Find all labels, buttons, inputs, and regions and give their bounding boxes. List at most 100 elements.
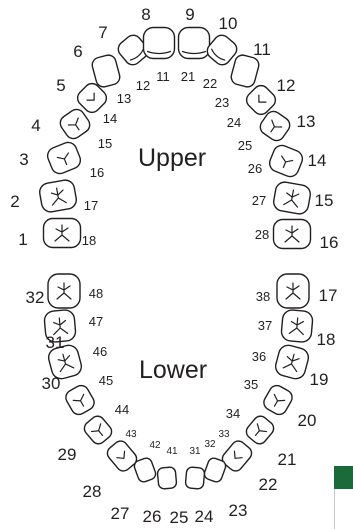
fdi-number-31: 31 xyxy=(189,446,201,457)
tooth-4 xyxy=(59,108,91,140)
fdi-number-32: 32 xyxy=(204,439,216,450)
universal-number-12: 12 xyxy=(277,76,296,95)
corner-accent-edge xyxy=(334,489,335,529)
tooth-29 xyxy=(65,384,95,416)
universal-number-9: 9 xyxy=(185,5,194,24)
fdi-number-46: 46 xyxy=(93,344,107,359)
lower-arch-label: Lower xyxy=(139,356,207,384)
tooth-32 xyxy=(47,273,81,309)
tooth-13 xyxy=(259,110,291,142)
universal-number-20: 20 xyxy=(298,411,317,430)
fdi-number-16: 16 xyxy=(90,165,104,180)
tooth-10 xyxy=(206,34,238,66)
tooth-9 xyxy=(177,26,211,60)
universal-number-3: 3 xyxy=(19,150,28,169)
fdi-number-27: 27 xyxy=(252,193,266,208)
fdi-number-36: 36 xyxy=(252,349,266,364)
universal-number-27: 27 xyxy=(111,504,130,523)
universal-number-22: 22 xyxy=(259,475,278,494)
tooth-2 xyxy=(39,179,77,213)
universal-number-29: 29 xyxy=(58,445,77,464)
tooth-8 xyxy=(142,26,176,60)
universal-number-16: 16 xyxy=(320,233,339,252)
fdi-number-17: 17 xyxy=(84,198,98,213)
fdi-number-37: 37 xyxy=(258,318,272,333)
universal-number-26: 26 xyxy=(143,507,162,526)
fdi-number-26: 26 xyxy=(248,161,262,176)
tooth-25 xyxy=(156,466,178,490)
universal-number-17: 17 xyxy=(319,286,338,305)
tooth-3 xyxy=(46,141,82,175)
tooth-27 xyxy=(106,440,138,472)
fdi-number-22: 22 xyxy=(203,76,217,91)
universal-number-18: 18 xyxy=(317,330,336,349)
tooth-26 xyxy=(133,457,157,483)
tooth-16 xyxy=(272,218,312,250)
fdi-number-34: 34 xyxy=(226,406,240,421)
universal-number-1: 1 xyxy=(18,230,27,249)
tooth-17 xyxy=(276,273,310,309)
tooth-28 xyxy=(83,415,113,445)
fdi-number-11: 11 xyxy=(156,69,170,84)
universal-number-25: 25 xyxy=(170,508,189,527)
corner-accent-stripe xyxy=(334,466,353,489)
tooth-19 xyxy=(274,344,310,380)
fdi-number-45: 45 xyxy=(99,373,113,388)
fdi-number-42: 42 xyxy=(149,440,161,451)
fdi-number-23: 23 xyxy=(215,95,229,110)
fdi-number-13: 13 xyxy=(117,91,131,106)
tooth-5 xyxy=(76,82,108,114)
fdi-number-47: 47 xyxy=(89,314,103,329)
fdi-number-15: 15 xyxy=(98,136,112,151)
fdi-number-24: 24 xyxy=(227,115,241,130)
tooth-30 xyxy=(47,344,83,380)
universal-number-2: 2 xyxy=(10,192,19,211)
fdi-number-21: 21 xyxy=(181,69,195,84)
fdi-number-48: 48 xyxy=(89,286,103,301)
universal-number-19: 19 xyxy=(310,370,329,389)
universal-number-32: 32 xyxy=(26,288,45,307)
universal-number-31: 31 xyxy=(46,333,65,352)
fdi-number-38: 38 xyxy=(256,289,270,304)
fdi-number-28: 28 xyxy=(255,227,269,242)
tooth-11 xyxy=(230,54,260,88)
tooth-7 xyxy=(117,34,149,66)
universal-number-5: 5 xyxy=(56,76,65,95)
tooth-22 xyxy=(221,440,253,472)
universal-number-24: 24 xyxy=(195,507,214,526)
tooth-20 xyxy=(263,384,293,416)
fdi-number-25: 25 xyxy=(238,138,252,153)
tooth-31 xyxy=(43,309,77,343)
universal-number-7: 7 xyxy=(98,23,107,42)
universal-number-21: 21 xyxy=(278,450,297,469)
universal-number-6: 6 xyxy=(73,42,82,61)
universal-number-11: 11 xyxy=(253,40,271,59)
universal-number-13: 13 xyxy=(297,112,316,131)
fdi-number-43: 43 xyxy=(125,429,137,440)
fdi-number-14: 14 xyxy=(103,111,117,126)
universal-number-14: 14 xyxy=(308,151,327,170)
fdi-number-44: 44 xyxy=(115,402,129,417)
fdi-number-12: 12 xyxy=(136,78,150,93)
tooth-14 xyxy=(268,144,304,178)
fdi-number-33: 33 xyxy=(218,429,230,440)
tooth-24 xyxy=(184,466,206,490)
universal-number-10: 10 xyxy=(219,14,238,33)
corner-accent-tab xyxy=(334,466,353,529)
tooth-18 xyxy=(280,309,314,343)
universal-number-28: 28 xyxy=(83,482,102,501)
tooth-21 xyxy=(245,415,275,445)
universal-number-4: 4 xyxy=(31,116,40,135)
fdi-number-35: 35 xyxy=(244,377,258,392)
universal-number-30: 30 xyxy=(42,374,61,393)
tooth-1 xyxy=(42,217,82,249)
tooth-6 xyxy=(91,54,121,88)
upper-arch-label: Upper xyxy=(138,144,206,172)
universal-number-15: 15 xyxy=(315,191,334,210)
tooth-15 xyxy=(273,181,311,215)
tooth-12 xyxy=(245,84,277,116)
teeth xyxy=(39,26,314,490)
fdi-number-18: 18 xyxy=(82,233,96,248)
